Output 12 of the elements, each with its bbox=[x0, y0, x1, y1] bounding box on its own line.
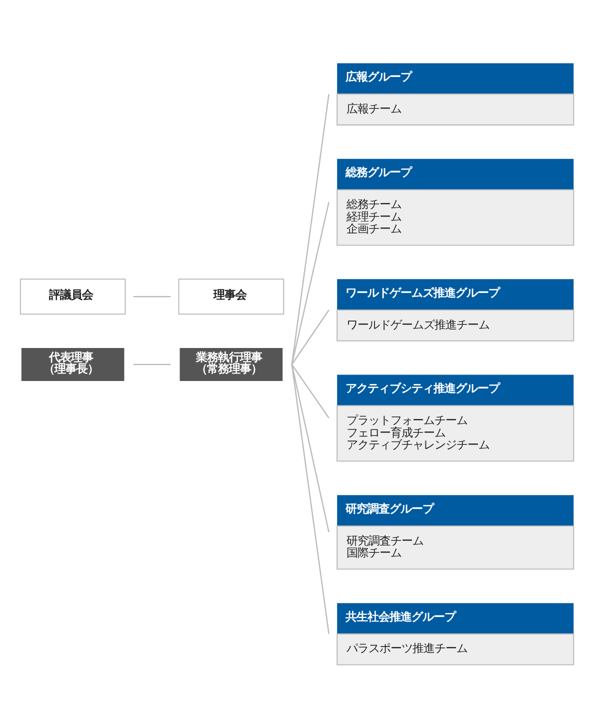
connector bbox=[291, 364, 330, 634]
connector bbox=[134, 296, 171, 297]
connector bbox=[291, 309, 330, 364]
node-box: 評議員会 bbox=[20, 278, 126, 314]
connector bbox=[291, 364, 330, 532]
node-box: 代表理事 （理事長） bbox=[21, 348, 124, 380]
node-box: 理事会 bbox=[178, 278, 284, 314]
connector bbox=[291, 364, 330, 418]
node-box: 業務執行理事 （常務理事） bbox=[180, 348, 283, 380]
connector bbox=[134, 363, 171, 365]
connector bbox=[291, 94, 330, 364]
connector bbox=[291, 201, 330, 364]
